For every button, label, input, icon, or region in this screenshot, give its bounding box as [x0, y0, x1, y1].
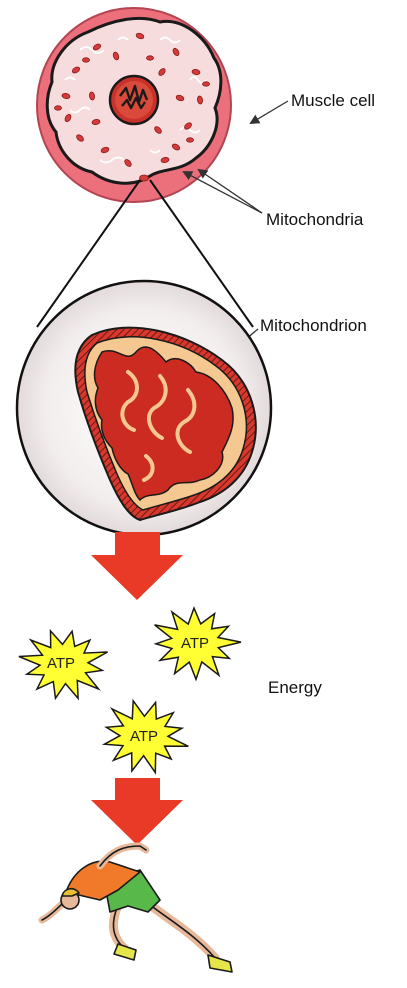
label-mitochondrion: Mitochondrion: [260, 316, 367, 335]
atp-label-3: ATP: [130, 728, 158, 745]
mitochondrion-zoom: [17, 281, 271, 535]
atp-label-1: ATP: [47, 655, 75, 672]
muscle-cell: [37, 8, 231, 202]
label-muscle-cell: Muscle cell: [291, 91, 375, 110]
runner-figure: [42, 846, 232, 972]
runner-front-shoe: [114, 944, 136, 960]
red-arrow-2: [91, 778, 183, 845]
runner-back-shoe: [208, 955, 232, 972]
atp-group: [19, 608, 241, 773]
runner-hair: [62, 889, 79, 896]
label-mitochondria: Mitochondria: [266, 210, 364, 229]
label-energy: Energy: [268, 678, 322, 697]
atp-label-2: ATP: [181, 635, 209, 652]
nucleus: [110, 76, 158, 124]
red-arrow-1: [91, 532, 183, 600]
